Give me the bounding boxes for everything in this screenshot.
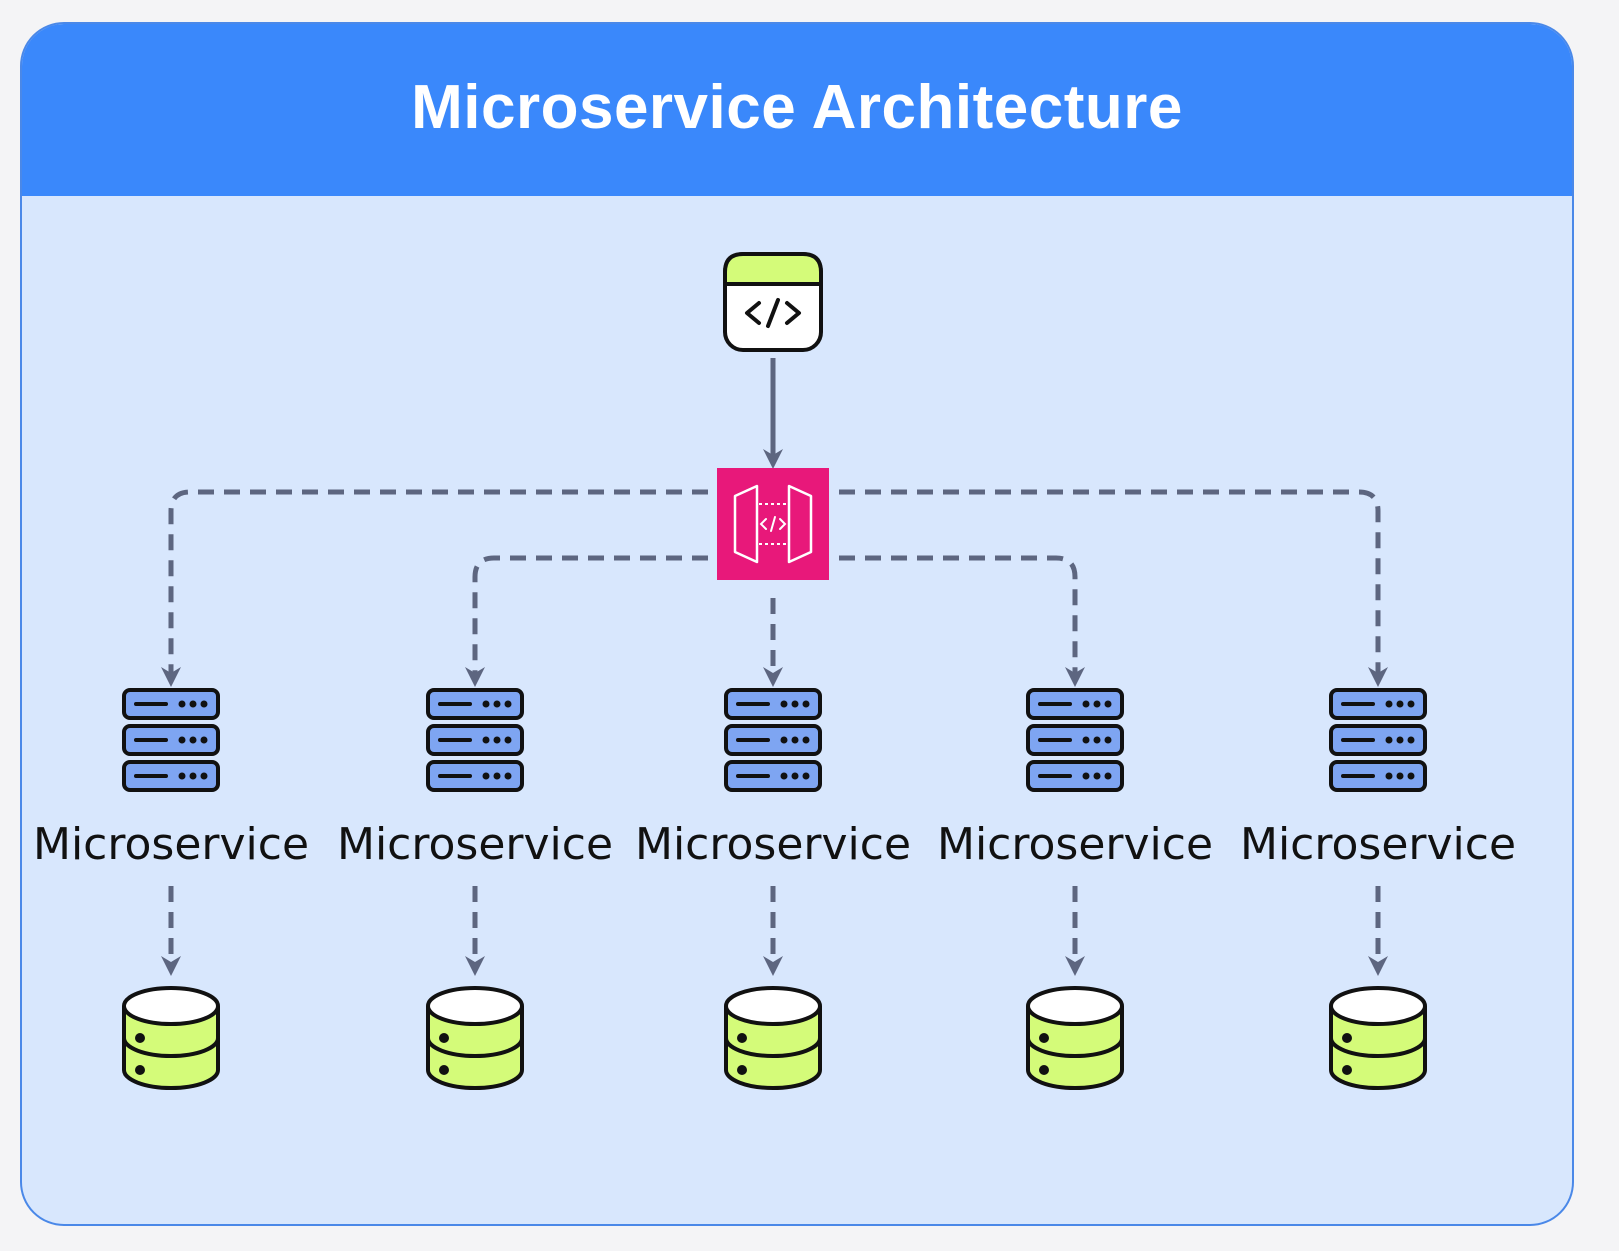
service-column-2: Microservice [337, 688, 613, 1090]
diagram-frame: Microservice Architecture [20, 22, 1574, 1226]
microservice-label: Microservice [337, 819, 613, 870]
diagram-canvas: Microservice Microservice Microservice Micr… [33, 252, 1516, 1090]
database-icon [1026, 986, 1124, 1090]
title-bar: Microservice Architecture [22, 24, 1572, 196]
microservice-label: Microservice [1240, 819, 1516, 870]
server-stack-icon [426, 688, 524, 792]
connector-gateway-to-service-4 [839, 555, 1085, 687]
microservice-label: Microservice [937, 819, 1213, 870]
database-icon [426, 986, 524, 1090]
code-window-icon [723, 252, 823, 352]
api-gateway-icon [717, 468, 829, 580]
service-column-1: Microservice [33, 688, 309, 1090]
connector-gateway-to-service-5 [839, 489, 1388, 687]
server-stack-icon [1026, 688, 1124, 792]
connector-gateway-to-service-2 [465, 555, 708, 687]
service-columns: Microservice Microservice Microservice Micr… [33, 688, 1516, 1090]
diagram-title: Microservice Architecture [411, 73, 1183, 142]
database-icon [1329, 986, 1427, 1090]
connector-gateway-to-service-1 [161, 489, 708, 687]
server-stack-icon [724, 688, 822, 792]
microservice-label: Microservice [33, 819, 309, 870]
service-column-3: Microservice [635, 688, 911, 1090]
service-column-4: Microservice [937, 688, 1213, 1090]
microservice-label: Microservice [635, 819, 911, 870]
connectors [161, 358, 1388, 687]
service-column-5: Microservice [1240, 688, 1516, 1090]
database-icon [724, 986, 822, 1090]
server-stack-icon [1329, 688, 1427, 792]
server-stack-icon [122, 688, 220, 792]
database-icon [122, 986, 220, 1090]
